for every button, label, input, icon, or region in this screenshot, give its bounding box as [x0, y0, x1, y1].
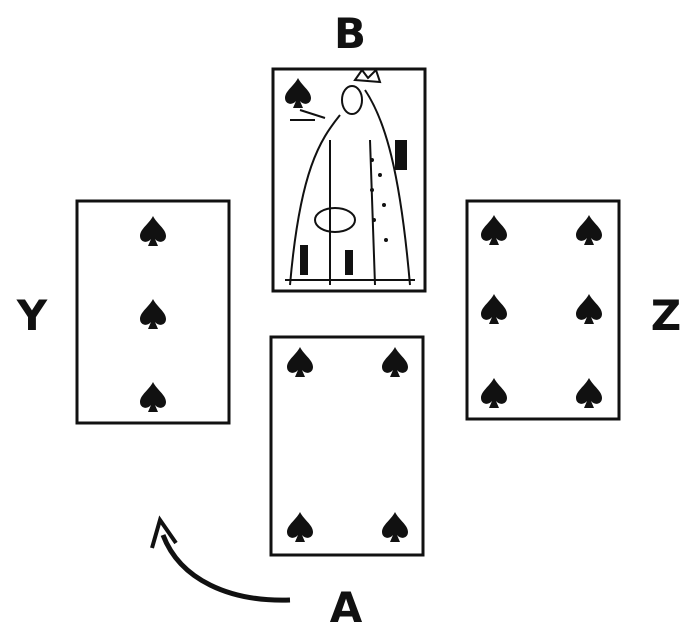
card-b-queen-of-spades [271, 67, 427, 293]
card-z-six-of-spades [465, 199, 621, 421]
label-b: B [334, 9, 366, 58]
arrow-icon [150, 515, 291, 603]
label-y: Y [16, 291, 48, 340]
card-a-four-of-spades [269, 335, 425, 557]
label-a: A [330, 583, 363, 632]
label-z: Z [651, 291, 681, 340]
card-y-three-of-spades [75, 199, 231, 425]
